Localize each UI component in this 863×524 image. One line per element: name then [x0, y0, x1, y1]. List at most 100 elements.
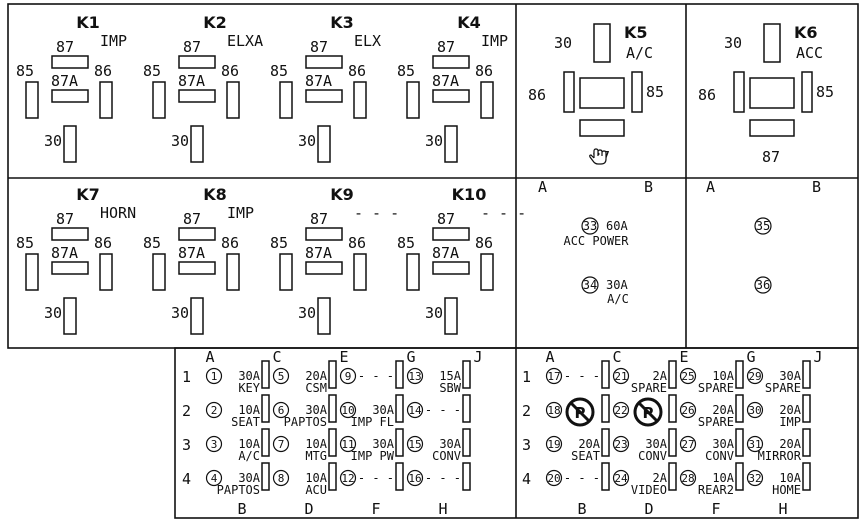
row-label-4: 4	[522, 470, 531, 488]
pin-85	[152, 253, 166, 291]
pin-label-86: 86	[221, 62, 239, 80]
fuse-amperage: 60A	[606, 219, 628, 233]
fuse-blade-slot	[462, 428, 471, 457]
pin-85	[279, 81, 293, 119]
fuse-number: 35	[756, 219, 770, 233]
column-label-a: A	[545, 348, 554, 366]
pin-86	[353, 253, 367, 291]
column-label-b: B	[644, 178, 653, 196]
fuse-amperage: 30A	[779, 369, 801, 383]
column-label-h: H	[438, 500, 447, 518]
pin-label-87a: 87A	[178, 72, 205, 90]
pin-label-85: 85	[270, 234, 288, 252]
pin-label-86: 86	[348, 62, 366, 80]
pin-label-85: 85	[646, 83, 664, 101]
row-label-1: 1	[522, 368, 531, 386]
pin-30	[763, 23, 781, 63]
relay-function: ACC	[796, 44, 823, 62]
fuse-amperage: 30A	[606, 278, 628, 292]
pin-85	[406, 253, 420, 291]
pin-85	[801, 71, 813, 113]
pin-label-87: 87	[56, 210, 74, 228]
pin-85	[25, 81, 39, 119]
pin-label-87: 87	[183, 210, 201, 228]
column-label-e: E	[339, 348, 348, 366]
fuse-9: 9- - -	[339, 367, 394, 385]
fuse-label: SEAT	[231, 415, 260, 429]
fuse-amperage: 20A	[712, 403, 734, 417]
fuse-label: IMP PW	[351, 449, 395, 463]
fuse-blade-slot	[462, 394, 471, 423]
relay-function: IMP	[100, 32, 127, 50]
pin-label-86: 86	[528, 86, 546, 104]
fuse-amperage: 20A	[779, 437, 801, 451]
relay-function: - - -	[481, 204, 526, 222]
pin-label-30: 30	[425, 132, 443, 150]
pin-87a	[178, 261, 216, 275]
relay-id: K10	[452, 185, 487, 204]
pin-87	[178, 55, 216, 69]
fuse-number: 36	[756, 278, 770, 292]
fuse-amperage: 10A	[712, 471, 734, 485]
pin-label-85: 85	[270, 62, 288, 80]
fuse-amperage: 10A	[238, 437, 260, 451]
fuse-label: REAR2	[698, 483, 734, 497]
fuse-amperage: 15A	[439, 369, 461, 383]
pin-87	[178, 227, 216, 241]
pin-label-87a: 87A	[51, 244, 78, 262]
fuse-number: 2	[211, 404, 218, 417]
fuse-number: 21	[614, 370, 627, 383]
fuse-number: 19	[547, 438, 560, 451]
pin-30	[444, 125, 458, 163]
relay-id: K2	[203, 13, 227, 32]
column-label-b: B	[237, 500, 246, 518]
column-label-d: D	[304, 500, 313, 518]
fuse-number: 8	[278, 472, 285, 485]
maxi-fuse-34: 34 30A A/C	[581, 276, 629, 306]
fuse-blade-slot	[328, 428, 337, 457]
fuse-amperage: 10A	[779, 471, 801, 485]
pin-87	[579, 119, 625, 137]
fuse-amperage: 20A	[779, 403, 801, 417]
row-label-2: 2	[182, 402, 191, 420]
fuse-blade-slot	[601, 360, 610, 389]
pin-86	[226, 81, 240, 119]
maxi-fuse-panel-2: A B 35 36	[706, 178, 821, 294]
fuse-amperage: - - -	[425, 403, 461, 417]
fuse-amperage: 30A	[238, 369, 260, 383]
pin-85	[631, 71, 643, 113]
fuse-blade-slot	[261, 428, 270, 457]
fuse-label: IMP	[779, 415, 801, 429]
fuse-blade-slot	[601, 394, 610, 423]
pin-label-30: 30	[44, 304, 62, 322]
fuse-blade-slot	[328, 462, 337, 491]
pin-label-30: 30	[298, 304, 316, 322]
pin-30	[63, 297, 77, 335]
pin-label-87a: 87A	[432, 72, 459, 90]
fuse-number: 5	[278, 370, 285, 383]
fuse-number: 34	[583, 278, 597, 292]
fuse-20: 20- - -	[545, 469, 600, 487]
row-label-2: 2	[522, 402, 531, 420]
relay-id: K8	[203, 185, 227, 204]
fuse-label: SPARE	[765, 381, 801, 395]
relay-function: IMP	[227, 204, 254, 222]
fuse-label: CONV	[432, 449, 461, 463]
fuse-amperage: 20A	[305, 369, 327, 383]
row-label-4: 4	[182, 470, 191, 488]
pin-87a	[432, 89, 470, 103]
pin-label-30: 30	[298, 132, 316, 150]
relay-id: K3	[330, 13, 354, 32]
